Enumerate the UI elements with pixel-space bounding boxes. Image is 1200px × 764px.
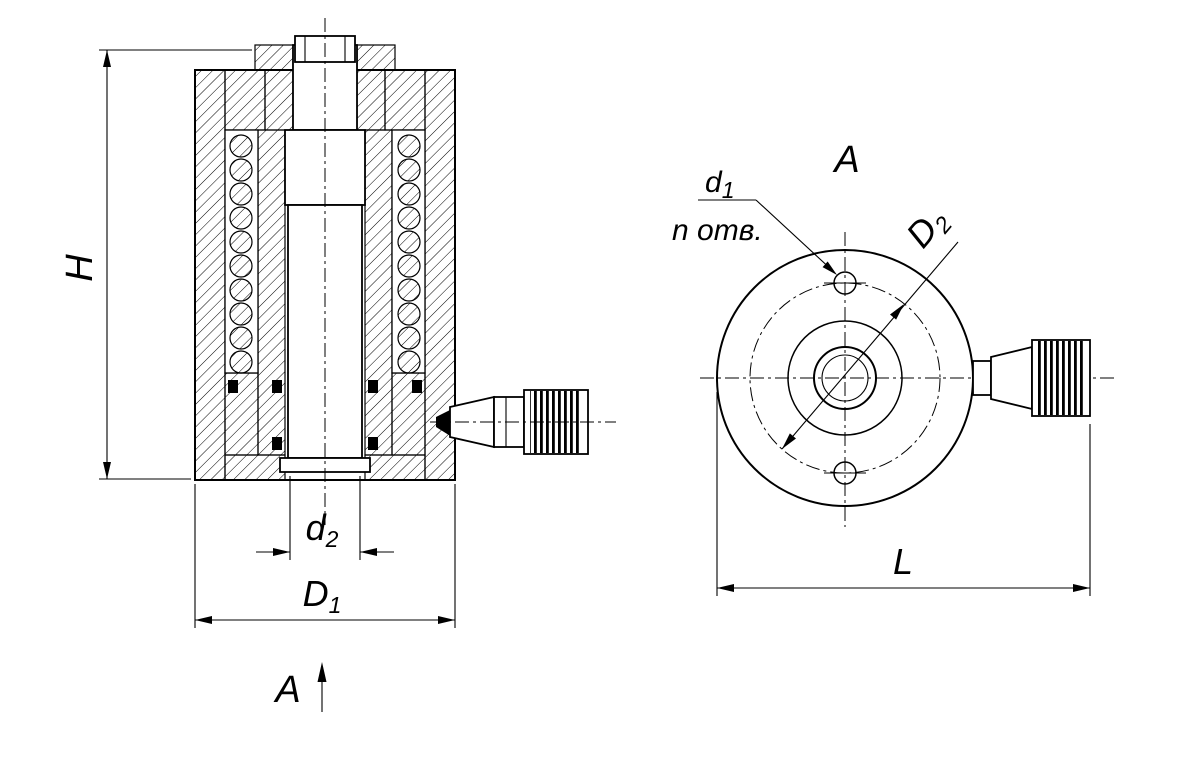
- hydraulic-fitting-top: [972, 339, 1091, 417]
- seal: [368, 437, 378, 450]
- dim-label-D2: D2: [898, 199, 958, 258]
- left-view-dimensions: H d2 D1 A: [59, 49, 456, 712]
- fitting-nut-knurl: [1038, 341, 1084, 415]
- dimension-H: H: [59, 49, 252, 480]
- holes-note-label: n отв.: [672, 214, 763, 247]
- bottom-left-band-hatch: [224, 454, 286, 481]
- bottom-right-band-hatch: [364, 454, 426, 481]
- seal: [412, 380, 422, 393]
- dimension-D1: D1: [194, 484, 456, 628]
- body-right-shoulder-hatch: [384, 69, 426, 131]
- top-cap-right-hatch: [356, 44, 396, 71]
- left-view-section: [194, 18, 616, 525]
- dimension-L: L: [716, 392, 1091, 596]
- body-left-wall-hatch: [194, 69, 226, 481]
- right-view-dimensions: d1 n отв. D2 L: [672, 166, 1091, 596]
- fitting-tip: [436, 409, 452, 437]
- hydraulic-fitting-side: [430, 389, 616, 455]
- seal: [228, 380, 238, 393]
- view-title-A: A: [832, 139, 859, 181]
- dim-label-L: L: [893, 541, 913, 582]
- bolt-circle-centerline: [749, 282, 941, 474]
- fitting-neck: [972, 360, 992, 396]
- seal: [368, 380, 378, 393]
- dim-label-d1: d1: [705, 166, 734, 203]
- dimension-D2: D2: [781, 199, 959, 450]
- right-view-top: A: [700, 139, 1118, 527]
- view-arrow-label-A: A: [273, 669, 300, 711]
- seal: [272, 380, 282, 393]
- inner-tube-right-wall-hatch: [364, 129, 393, 456]
- inner-tube-left-wall-hatch: [257, 129, 286, 456]
- return-spring-left: [229, 134, 253, 374]
- dimension-d2: d2: [256, 476, 394, 560]
- body-left-shoulder-hatch: [224, 69, 266, 131]
- gland-right-hatch: [356, 69, 386, 131]
- dim-label-H: H: [59, 254, 101, 282]
- top-cap-left-hatch: [254, 44, 294, 71]
- dim-label-D1: D1: [303, 573, 342, 618]
- fitting-cone: [990, 345, 1033, 411]
- dimension-d1: d1 n отв.: [672, 166, 837, 275]
- return-spring-right: [397, 134, 421, 374]
- dim-label-d2: d2: [306, 507, 339, 552]
- view-direction-A: A: [273, 662, 327, 712]
- seal: [272, 437, 282, 450]
- gland-left-hatch: [264, 69, 294, 131]
